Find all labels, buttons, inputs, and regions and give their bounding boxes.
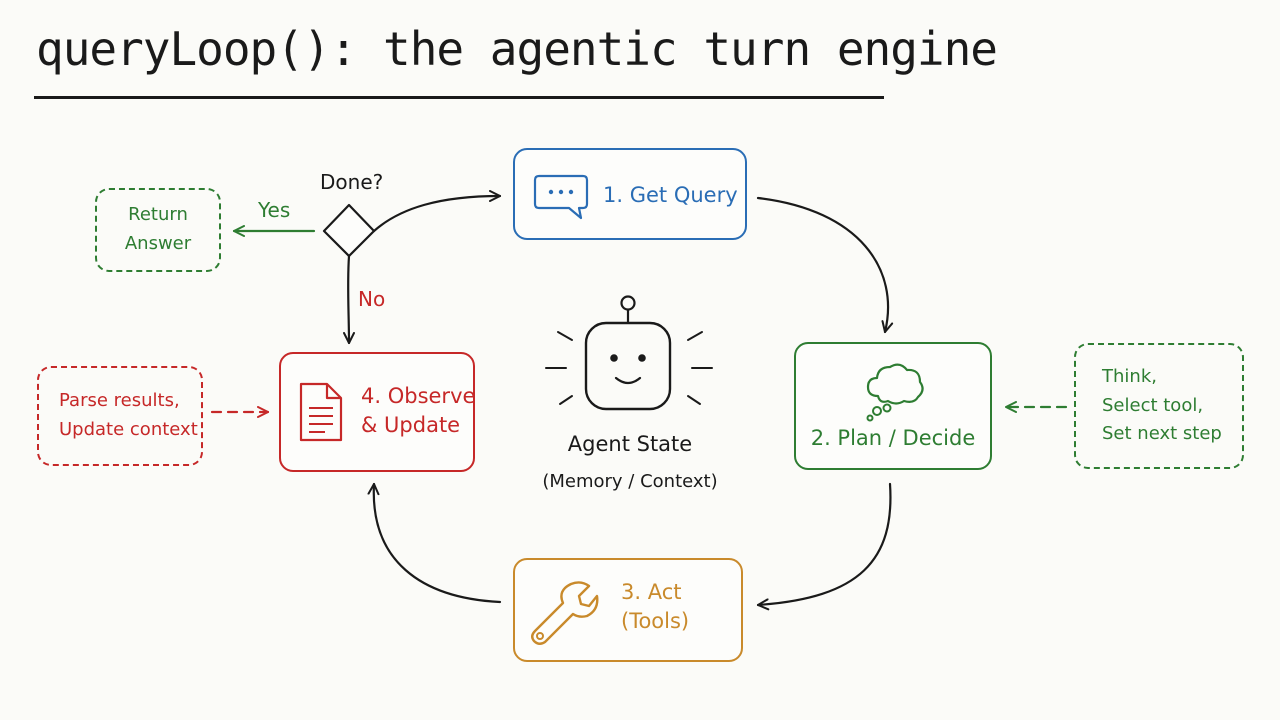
- step-act-line1: 3. Act: [621, 580, 682, 604]
- step-observe-update: 4. Observe & Update: [279, 352, 475, 472]
- page-title: queryLoop(): the agentic turn engine: [36, 22, 998, 76]
- step-get-query: 1. Get Query: [513, 148, 747, 240]
- document-icon: [299, 382, 343, 442]
- step-observe-line1: 4. Observe: [361, 384, 476, 408]
- robot-icon: [545, 295, 713, 411]
- observe-details-note: Parse results, Update context: [37, 366, 203, 466]
- return-answer-line1: Return: [128, 204, 188, 226]
- arrow-no-to-observe: [342, 254, 355, 345]
- return-answer-line2: Answer: [124, 233, 192, 254]
- step-act-tools: 3. Act (Tools): [513, 558, 743, 662]
- thought-cloud-icon: [866, 363, 924, 422]
- step-get-query-label: 1. Get Query: [603, 183, 738, 207]
- arrow-act-to-observe: [367, 482, 502, 604]
- step-plan-decide-label: 2. Plan / Decide: [810, 426, 976, 450]
- title-underline: [34, 96, 884, 99]
- arrow-done-to-get-query: [372, 190, 502, 233]
- no-label: No: [358, 287, 386, 311]
- plan-note-line3: Set next step: [1102, 423, 1222, 445]
- yes-label: Yes: [258, 198, 291, 222]
- wrench-icon: [531, 581, 599, 645]
- agent-state-label: Agent State: [567, 432, 693, 456]
- arrow-plan-to-act: [756, 482, 892, 611]
- observe-note-line2: Update context: [59, 419, 198, 440]
- decision-diamond: [322, 203, 376, 258]
- return-answer-note: Return Answer: [95, 188, 221, 272]
- plan-details-note: Think, Select tool, Set next step: [1074, 343, 1244, 469]
- step-plan-decide: 2. Plan / Decide: [794, 342, 992, 470]
- step-observe-line2: & Update: [361, 413, 461, 438]
- agent-state-sublabel: (Memory / Context): [542, 471, 718, 492]
- step-observe-label: 4. Observe & Update: [361, 382, 475, 441]
- step-act-label: 3. Act (Tools): [621, 578, 689, 637]
- decision-label: Done?: [320, 170, 384, 194]
- plan-note-line2: Select tool,: [1102, 394, 1204, 416]
- step-act-line2: (Tools): [621, 609, 690, 634]
- arrow-get-query-to-plan: [756, 196, 894, 334]
- observe-note-line1: Parse results,: [59, 390, 180, 412]
- chat-bubble-icon: [533, 174, 589, 220]
- plan-note-line1: Think,: [1102, 365, 1157, 387]
